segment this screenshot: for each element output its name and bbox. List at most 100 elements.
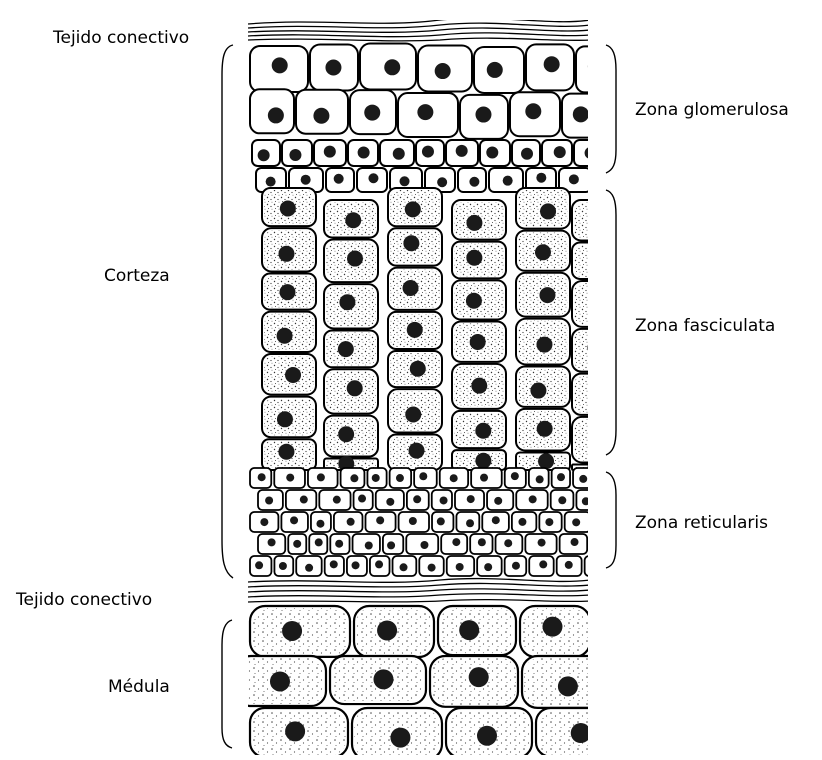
cell-nucleus: [466, 293, 482, 309]
cell-nucleus: [255, 561, 263, 569]
cell-nucleus: [290, 516, 298, 524]
cell-nucleus: [339, 294, 355, 310]
cell-nucleus: [466, 250, 482, 266]
cell-nucleus: [258, 473, 266, 481]
cell-nucleus: [475, 107, 491, 123]
cell-nucleus: [540, 203, 556, 219]
cell-nucleus: [595, 214, 611, 230]
cell-nucleus: [452, 538, 460, 546]
cell-nucleus: [268, 107, 284, 123]
cell-nucleus: [265, 497, 273, 505]
cell-nucleus: [536, 337, 552, 353]
zona-glomerulosa-cells: [250, 43, 616, 192]
cell-nucleus: [315, 538, 323, 546]
cell-nucleus: [376, 516, 384, 524]
cell-nucleus: [278, 444, 294, 460]
cell-nucleus: [352, 561, 360, 569]
zona-fasciculata-cells: [262, 188, 626, 475]
cell-nucleus: [557, 473, 565, 481]
cell-nucleus: [305, 564, 313, 572]
cell-nucleus: [538, 539, 546, 547]
cell-nucleus: [317, 473, 325, 481]
cell-nucleus: [285, 367, 301, 383]
cell-nucleus: [544, 56, 560, 72]
cell-nucleus: [525, 103, 541, 119]
cell-nucleus: [487, 62, 503, 78]
cell-nucleus: [428, 564, 436, 572]
cell-nucleus: [372, 474, 380, 482]
cell-nucleus: [470, 334, 486, 350]
cell-nucleus: [419, 472, 427, 480]
cell-nucleus: [365, 541, 373, 549]
cell-nucleus: [324, 146, 336, 158]
cell-nucleus: [417, 104, 433, 120]
cell-nucleus: [588, 459, 604, 475]
label-zona-glomerulosa: Zona glomerulosa: [635, 100, 789, 120]
cell-nucleus: [571, 538, 579, 546]
cell-nucleus: [373, 669, 393, 689]
cell-nucleus: [350, 474, 358, 482]
cell-nucleus: [280, 200, 296, 216]
cell-nucleus: [437, 177, 447, 187]
label-bottom-connective-tissue: Tejido conectivo: [16, 590, 152, 610]
cell-nucleus: [420, 541, 428, 549]
cell-nucleus: [338, 341, 354, 357]
cell-nucleus: [386, 498, 394, 506]
cell-nucleus: [538, 453, 554, 469]
cell-nucleus: [558, 676, 578, 696]
cell-nucleus: [347, 380, 363, 396]
cell-nucleus: [330, 560, 338, 568]
cell-nucleus: [521, 148, 533, 160]
reticularis-bracket: [606, 472, 616, 568]
cell-nucleus: [494, 497, 502, 505]
cell-nucleus: [279, 284, 295, 300]
cell-nucleus: [364, 105, 380, 121]
cell-nucleus: [475, 453, 491, 469]
cell-nucleus: [475, 423, 491, 439]
cell-nucleus: [477, 726, 497, 746]
cell-nucleus: [573, 106, 589, 122]
cell-nucleus: [589, 382, 605, 398]
cell-nucleus: [518, 518, 526, 526]
cell-nucleus: [565, 561, 573, 569]
cortex-bracket: [222, 45, 233, 578]
label-medulla: Médula: [108, 677, 170, 697]
cell-nucleus: [596, 561, 604, 569]
cell-nucleus: [529, 495, 537, 503]
cell-nucleus: [268, 538, 276, 546]
cell-nucleus: [450, 474, 458, 482]
cell: [576, 46, 616, 92]
cell-nucleus: [588, 58, 604, 74]
cell-nucleus: [511, 472, 519, 480]
cell-nucleus: [413, 495, 421, 503]
cell-nucleus: [486, 147, 498, 159]
cell-nucleus: [405, 407, 421, 423]
cell-nucleus: [316, 520, 324, 528]
cell-nucleus: [293, 540, 301, 548]
cell-nucleus: [338, 426, 354, 442]
cell-nucleus: [300, 496, 308, 504]
cell-nucleus: [437, 517, 445, 525]
cell-nucleus: [504, 539, 512, 547]
cell-nucleus: [358, 495, 366, 503]
cell-nucleus: [503, 176, 513, 186]
cell-nucleus: [536, 173, 546, 183]
cell-nucleus: [590, 252, 606, 268]
cell-nucleus: [377, 620, 397, 640]
fasciculata-bracket: [606, 190, 616, 455]
cell-nucleus: [530, 383, 546, 399]
zona-reticularis-cells: [250, 468, 614, 576]
cell-nucleus: [593, 293, 609, 309]
cell-nucleus: [459, 620, 479, 640]
cell-nucleus: [435, 63, 451, 79]
cell-nucleus: [409, 517, 417, 525]
cell-nucleus: [409, 443, 425, 459]
cell-nucleus: [334, 174, 344, 184]
cell-nucleus: [456, 145, 468, 157]
cell-nucleus: [539, 287, 555, 303]
cell-nucleus: [471, 378, 487, 394]
label-zona-fasciculata: Zona fasciculata: [635, 316, 775, 336]
cell-nucleus: [400, 176, 410, 186]
cell-nucleus: [358, 146, 370, 158]
cell-nucleus: [410, 361, 426, 377]
